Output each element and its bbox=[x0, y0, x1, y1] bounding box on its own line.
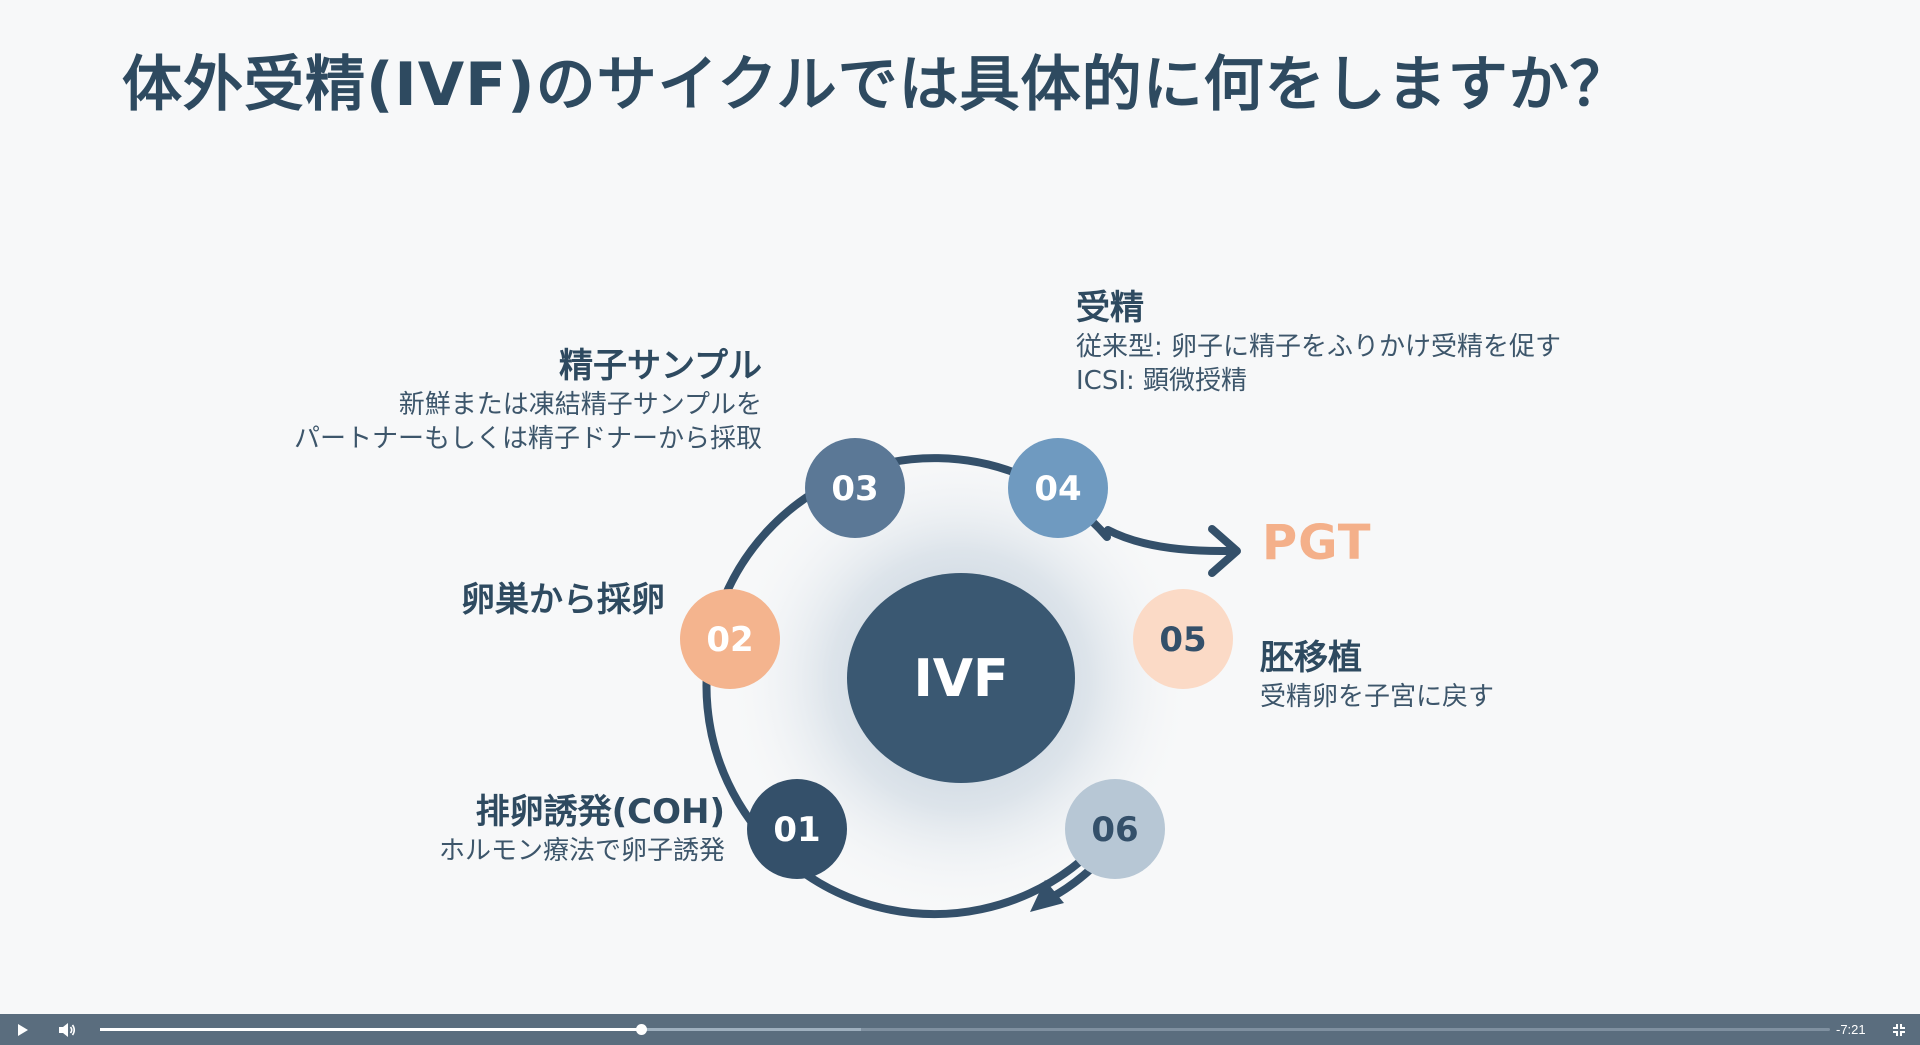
slide: 体外受精(IVF)のサイクルでは具体的に何をしますか？ IVF 01 02 03 bbox=[122, 50, 1631, 919]
center-ivf-circle bbox=[847, 573, 1075, 783]
step-05-label: 胚移植 受精卵を子宮に戻す bbox=[1260, 636, 1494, 714]
pgt-label: PGT bbox=[1262, 515, 1372, 571]
step-02-circle bbox=[680, 589, 780, 689]
step-05-desc-line-1: 受精卵を子宮に戻す bbox=[1260, 682, 1495, 712]
volume-icon bbox=[59, 1022, 76, 1037]
step-01-heading: 排卵誘発(COH) bbox=[475, 792, 725, 832]
volume-button[interactable] bbox=[52, 1014, 82, 1045]
time-remaining: -7:21 bbox=[1836, 1022, 1866, 1037]
step-04-label: 受精 従来型: 卵子に精子をふりかけ受精を促す ICSI: 顕微授精 bbox=[1076, 286, 1561, 398]
step-02-label: 卵巣から採卵 bbox=[461, 578, 665, 622]
step-03-desc-line-2: パートナーもしくは精子ドナーから採取 bbox=[293, 424, 762, 454]
fullscreen-button[interactable] bbox=[1884, 1014, 1914, 1045]
pgt-arrow bbox=[1104, 526, 1232, 556]
progress-thumb[interactable] bbox=[635, 1024, 647, 1035]
video-player-bar: -7:21 bbox=[0, 1014, 1920, 1045]
step-03-desc-line-1: 新鮮または凍結精子サンプルを bbox=[398, 390, 762, 420]
cycle-ring bbox=[702, 454, 1136, 919]
step-04-desc-line-2: ICSI: 顕微授精 bbox=[1076, 366, 1248, 396]
step-06-circle bbox=[1065, 779, 1165, 879]
step-04-desc-line-1: 従来型: 卵子に精子をふりかけ受精を促す bbox=[1076, 332, 1562, 362]
step-04-heading: 受精 bbox=[1076, 288, 1144, 328]
cycle-exit-arrow-head bbox=[1030, 880, 1064, 912]
step-04-number: 04 bbox=[1034, 469, 1081, 509]
step-03-label: 精子サンプル 新鮮または凍結精子サンプルを パートナーもしくは精子ドナーから採取 bbox=[294, 344, 762, 456]
step-01-desc-line-1: ホルモン療法で卵子誘発 bbox=[438, 836, 725, 866]
step-02-heading: 卵巣から採卵 bbox=[461, 580, 665, 620]
step-03-number: 03 bbox=[831, 469, 878, 509]
progress-track[interactable] bbox=[100, 1024, 1830, 1035]
step-01-circle bbox=[747, 779, 847, 879]
play-button[interactable] bbox=[8, 1014, 38, 1045]
step-01-number: 01 bbox=[773, 810, 820, 850]
step-04-circle bbox=[1008, 438, 1108, 538]
pgt-arrow-head bbox=[1208, 525, 1241, 577]
progress-played bbox=[100, 1028, 641, 1031]
ivf-cycle-diagram: IVF 01 02 03 04 05 06 bbox=[680, 438, 1241, 919]
step-05-circle bbox=[1133, 589, 1233, 689]
step-03-circle bbox=[805, 438, 905, 538]
step-02-number: 02 bbox=[706, 620, 753, 660]
play-icon bbox=[18, 1023, 28, 1036]
step-01-label: 排卵誘発(COH) ホルモン療法で卵子誘発 bbox=[439, 790, 725, 868]
fullscreen-icon bbox=[1893, 1023, 1905, 1036]
step-06-number: 06 bbox=[1091, 810, 1138, 850]
step-05-heading: 胚移植 bbox=[1260, 638, 1362, 678]
slide-title: 体外受精(IVF)のサイクルでは具体的に何をしますか？ bbox=[122, 50, 1631, 120]
step-05-number: 05 bbox=[1159, 620, 1206, 660]
center-ivf-label: IVF bbox=[913, 649, 1008, 709]
step-03-heading: 精子サンプル bbox=[559, 346, 762, 386]
